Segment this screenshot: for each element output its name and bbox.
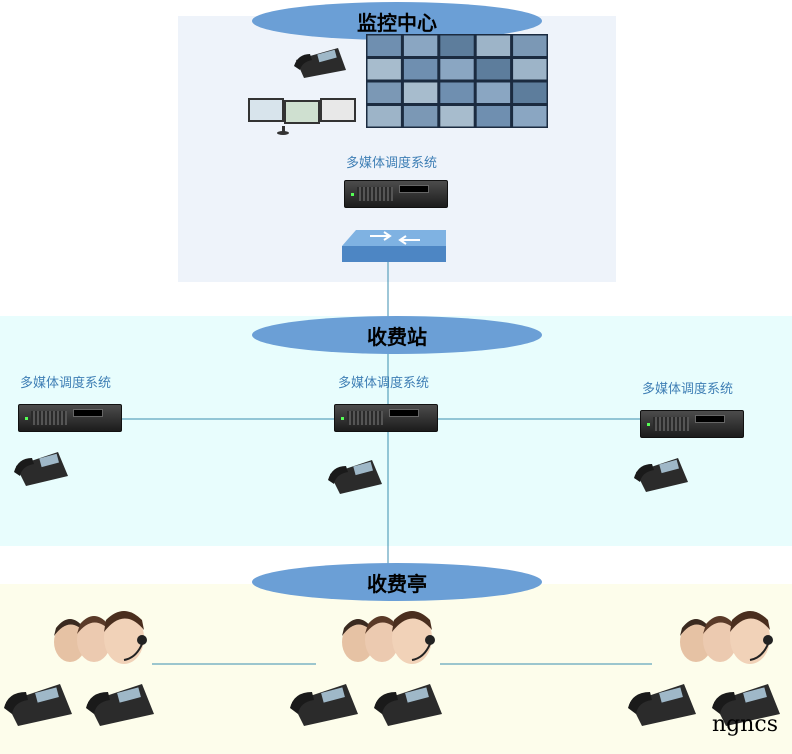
booth-phone-icon-2 (86, 684, 154, 726)
operators-headset-icon-right (670, 608, 778, 666)
video-wall-tile (476, 59, 511, 80)
station-system-label-center: 多媒体调度系统 (338, 376, 430, 391)
video-wall-tile (476, 82, 511, 103)
video-wall-tile (403, 106, 438, 127)
video-wall-tile (403, 35, 438, 56)
video-wall-tile (513, 59, 547, 80)
desk-phone-icon (294, 48, 346, 78)
station-system-label-right: 多媒体调度系统 (642, 382, 734, 397)
video-wall-tile (440, 59, 474, 80)
monitoring-system-label: 多媒体调度系统 (346, 156, 438, 171)
booth-phone-icon-1 (4, 684, 72, 726)
operators-headset-icon-center (332, 608, 440, 666)
video-wall-tile (403, 82, 438, 103)
booth-phone-icon-5 (628, 684, 696, 726)
video-wall-tile (513, 106, 547, 127)
toll-station-title: 收费站 (252, 316, 542, 354)
video-wall-tile (440, 82, 474, 103)
station-phone-icon-center (328, 460, 382, 494)
station-phone-icon-left (14, 452, 68, 486)
monitoring-center-title: 监控中心 (252, 2, 542, 40)
video-wall-tile (367, 35, 401, 56)
booth-phone-icon-6 (712, 684, 780, 726)
monitoring-server-icon (344, 180, 448, 208)
video-wall-tile (367, 82, 401, 103)
video-wall-tile (476, 106, 511, 127)
station-phone-icon-right (634, 458, 688, 492)
video-wall-tile (513, 82, 547, 103)
video-wall-tile (440, 35, 474, 56)
booth-phone-icon-3 (290, 684, 358, 726)
booth-phone-icon-4 (374, 684, 442, 726)
network-switch-icon (342, 230, 446, 262)
video-wall-tile (513, 35, 547, 56)
station-system-label-left: 多媒体调度系统 (20, 376, 112, 391)
video-wall-tile (476, 35, 511, 56)
station-server-icon-left (18, 404, 122, 432)
video-wall-tile (367, 106, 401, 127)
video-wall-tile (440, 106, 474, 127)
station-server-icon-center (334, 404, 438, 432)
triple-monitor-workstation-icon (248, 98, 356, 135)
watermark-text: ngncs (712, 712, 779, 737)
video-wall-tile (367, 59, 401, 80)
video-wall-icon (366, 34, 548, 128)
toll-booth-title: 收费亭 (252, 563, 542, 601)
operators-headset-icon-left (44, 608, 152, 666)
station-server-icon-right (640, 410, 744, 438)
video-wall-tile (403, 59, 438, 80)
